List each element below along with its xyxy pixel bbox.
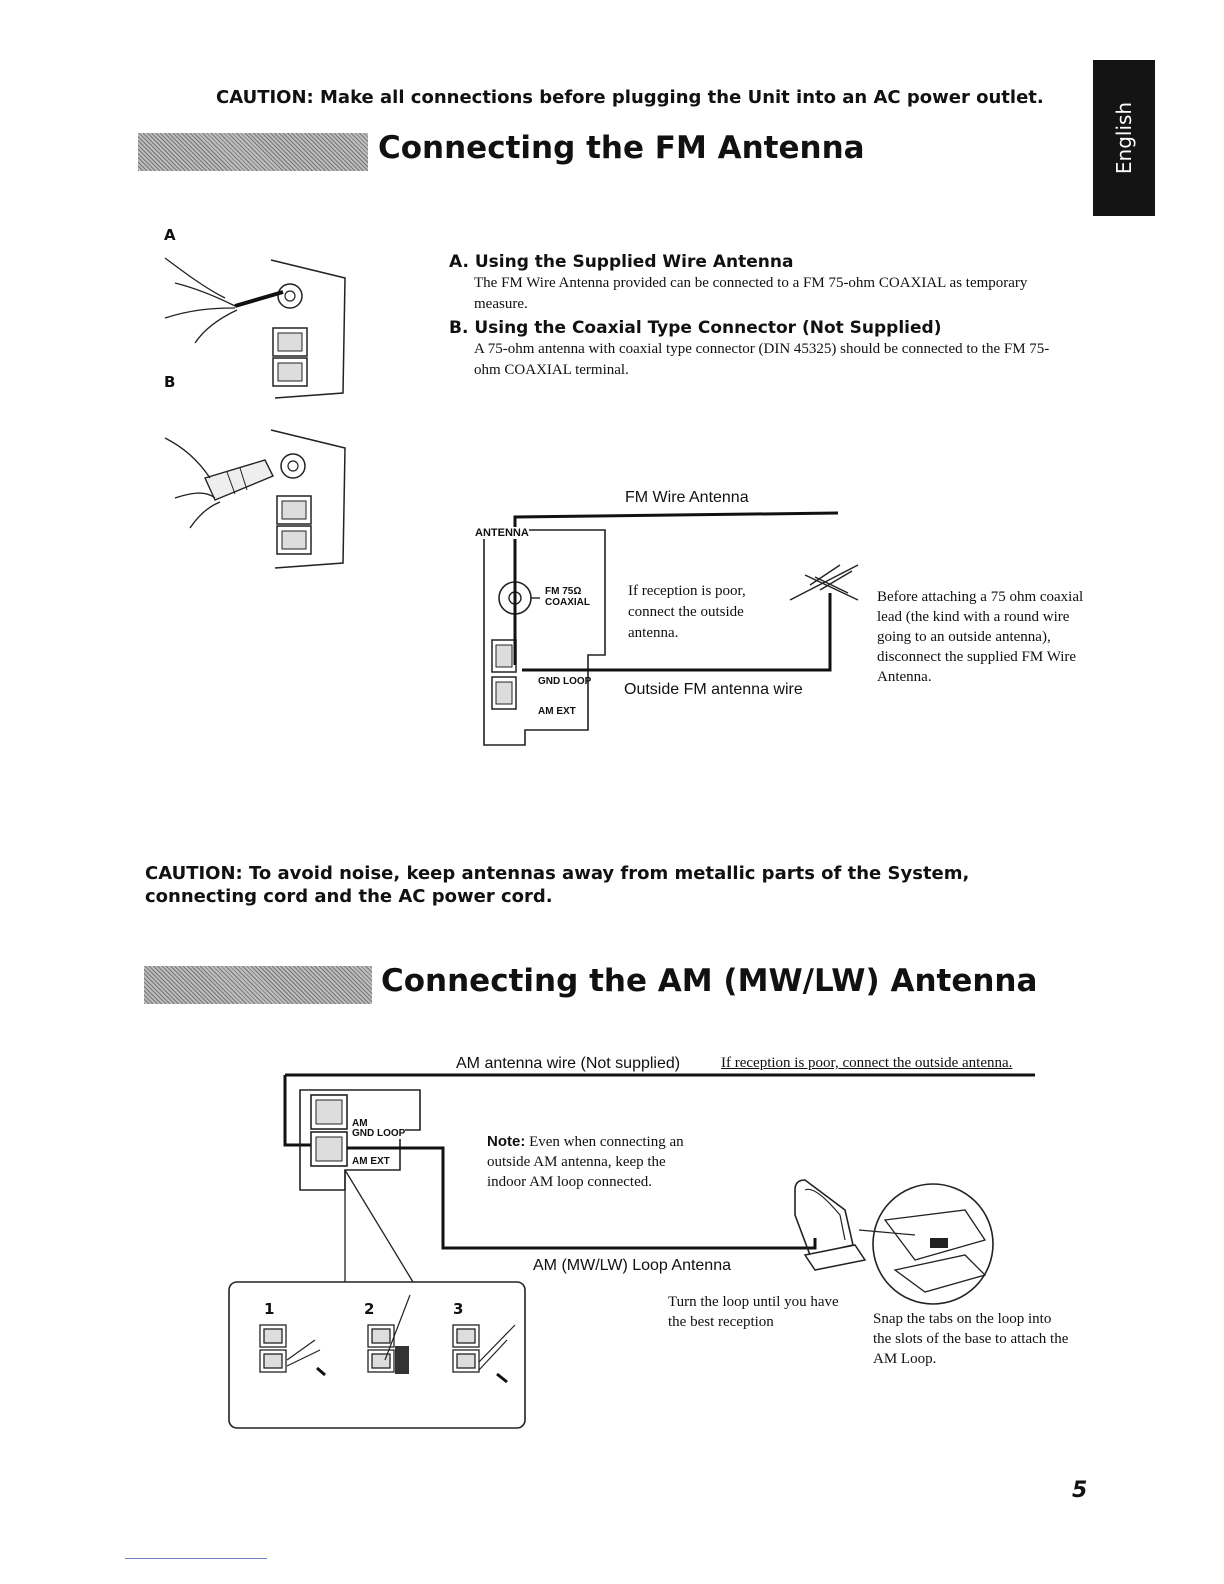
section-bar-am — [144, 966, 372, 1004]
panel-gnd-loop-label: GND LOOP — [538, 676, 592, 687]
caution-mid: CAUTION: To avoid noise, keep antennas a… — [145, 863, 970, 907]
language-tab-label: English — [1112, 101, 1136, 175]
page-number: 5 — [1072, 1478, 1088, 1503]
panel-fm-text: FM 75Ω — [545, 586, 582, 597]
step-2-label: 2 — [364, 1300, 375, 1318]
step-1-label: 1 — [264, 1300, 275, 1318]
panel-fm-label: FM 75Ω COAXIAL — [545, 586, 590, 608]
am-turn-note: Turn the loop until you have the best re… — [668, 1294, 839, 1330]
fm-heading-a: A. Using the Supplied Wire Antenna — [449, 252, 794, 272]
step-3-label: 3 — [453, 1300, 464, 1318]
am-wire-label: AM antenna wire (Not supplied) — [456, 1055, 681, 1072]
am-reception-note: If reception is poor, connect the outsid… — [721, 1055, 1013, 1071]
fm-reception-note: If reception is poor, connect the outsid… — [628, 583, 746, 641]
am-note-text: Even when connecting an outside AM anten… — [487, 1134, 684, 1190]
caution-top: CAUTION: Make all connections before plu… — [216, 87, 1044, 108]
figure-label-b: B — [164, 373, 176, 391]
figure-a-illustration — [164, 257, 346, 399]
footer-rule — [125, 1558, 267, 1559]
section-bar-fm — [138, 133, 368, 171]
fm-heading-b: B. Using the Coaxial Type Connector (Not… — [449, 318, 942, 338]
am-panel-gnd-label: AM GND LOOP — [352, 1118, 406, 1139]
figure-b-illustration — [164, 429, 346, 569]
language-tab: English — [1093, 60, 1155, 216]
am-loop-label: AM (MW/LW) Loop Antenna — [533, 1257, 731, 1274]
section-title-am: Connecting the AM (MW/LW) Antenna — [381, 963, 1038, 999]
panel-am-ext-label: AM EXT — [538, 706, 576, 717]
panel-antenna-label: ANTENNA — [475, 527, 529, 539]
fm-text-b: A 75-ohm antenna with coaxial type conne… — [474, 341, 1050, 378]
panel-coaxial-text: COAXIAL — [545, 597, 590, 608]
figure-label-a: A — [164, 226, 176, 244]
am-snap-note: Snap the tabs on the loop into the slots… — [873, 1311, 1069, 1367]
am-panel-gnd-text: GND LOOP — [352, 1128, 406, 1139]
am-note-label: Note: — [487, 1133, 526, 1150]
fm-outside-wire-label: Outside FM antenna wire — [624, 681, 803, 698]
am-panel-am-text: AM — [352, 1118, 368, 1129]
section-title-fm: Connecting the FM Antenna — [378, 130, 865, 166]
am-connection-diagram — [228, 1073, 1035, 1429]
am-note: Note: Even when connecting an outside AM… — [487, 1132, 697, 1192]
am-panel-ext-label: AM EXT — [352, 1156, 390, 1167]
fm-connection-diagram — [483, 511, 859, 746]
fm-text-a: The FM Wire Antenna provided can be conn… — [474, 275, 1028, 312]
fm-wire-label: FM Wire Antenna — [625, 489, 749, 506]
fm-coax-note: Before attaching a 75 ohm coaxial lead (… — [877, 589, 1084, 685]
